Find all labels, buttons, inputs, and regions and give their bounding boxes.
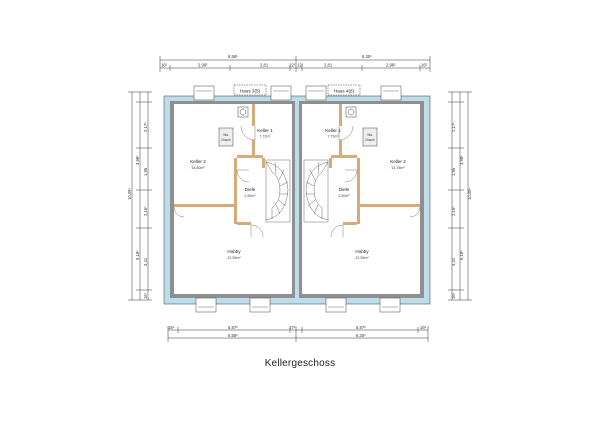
- left-side-seg-3: 3,41: [143, 257, 148, 266]
- left-side-seg-0: 2,17⁵: [143, 122, 148, 132]
- left-hobby-name: Hobby: [227, 249, 241, 254]
- bottom-seg-3: 5,97⁵: [356, 325, 366, 330]
- bottom-total-right: 6,30⁵: [356, 333, 366, 338]
- bottom-seg-1: 5,97⁵: [228, 325, 238, 330]
- bottom-total-left: 6,58⁵: [228, 333, 238, 338]
- left-washer-icon: Wa. Dusch: [218, 127, 234, 147]
- right-partitions: [329, 104, 420, 225]
- left-side-seg-4: 16⁵: [143, 292, 148, 299]
- right-diele-name: Diele: [339, 187, 350, 192]
- top-seg-2: 2,81: [260, 63, 269, 68]
- party-wall-insulation: [295, 101, 299, 298]
- top-seg-3: 12⁵: [289, 63, 296, 68]
- left-staircase: [265, 159, 291, 223]
- right-side-total: 10,09⁵: [467, 188, 472, 200]
- right-side-inner-0: 3,98⁵: [459, 155, 464, 165]
- left-side-dimensions: [128, 91, 152, 301]
- right-hobby-area: 22,59m²: [355, 256, 369, 260]
- house-label-right: Haus 4(6): [334, 89, 355, 94]
- right-side-seg-4: 16⁵: [451, 292, 456, 299]
- top-total-right: 6,30⁵: [362, 54, 372, 59]
- left-diele-name: Diele: [245, 187, 256, 192]
- right-side-seg-0: 2,17⁵: [451, 122, 456, 132]
- top-seg-5: 2,81: [324, 63, 333, 68]
- top-seg-1: 2,98⁵: [198, 63, 208, 68]
- left-side-seg-1: 1,96: [143, 167, 148, 176]
- right-washer-icon: Wa. Dusch: [362, 127, 378, 147]
- right-keller1-area: 7,72m²: [327, 135, 339, 139]
- left-keller1-area: 7,72m²: [259, 135, 271, 139]
- left-partitions: [174, 104, 265, 225]
- house-label-box-left: [233, 84, 267, 96]
- right-unit-interior: [302, 104, 420, 294]
- left-hobby-area: 22,59m²: [227, 256, 241, 260]
- right-side-seg-1: 1,96: [451, 167, 456, 176]
- party-wall-right: [299, 101, 302, 298]
- bottom-dimensions: [167, 326, 429, 342]
- left-diele-area: 2,90m²: [244, 194, 256, 198]
- plan-title: Kellergeschoss: [264, 358, 336, 369]
- right-side-inner-1: 5,18⁵: [459, 250, 464, 260]
- top-seg-0: 16⁵: [161, 63, 168, 68]
- bottom-seg-2: 17⁵: [289, 325, 296, 330]
- left-side-inner-0: 3,98⁵: [135, 155, 140, 165]
- right-diele-area: 2,90m²: [338, 194, 350, 198]
- top-seg-7: 16⁵: [421, 63, 428, 68]
- top-dimensions: [159, 56, 431, 72]
- left-dusch-label: Dusch: [221, 138, 230, 142]
- windows: [193, 85, 402, 313]
- house-label-left: Haus 3(5): [240, 89, 261, 94]
- left-side-total: 10,09⁵: [127, 188, 132, 200]
- right-wa-label: Wa.: [367, 133, 373, 137]
- bottom-seg-4: 16⁵: [420, 325, 427, 330]
- left-keller2-name: Keller 2: [190, 159, 206, 164]
- right-staircase: [303, 159, 329, 223]
- right-hobby-name: Hobby: [355, 249, 369, 254]
- right-keller1-name: Keller 1: [325, 128, 341, 133]
- right-side-dimensions: [448, 91, 472, 301]
- left-wa-label: Wa.: [223, 133, 229, 137]
- right-keller2-area: 14,78m²: [391, 166, 405, 170]
- right-boiler-icon: [345, 106, 357, 118]
- right-dusch-label: Dusch: [365, 138, 374, 142]
- bottom-seg-0: 16⁵: [168, 325, 175, 330]
- window-sills: [196, 90, 399, 308]
- top-seg-6: 2,98⁵: [386, 63, 396, 68]
- right-side-seg-3: 3,41: [451, 257, 456, 266]
- left-boiler-icon: [237, 106, 249, 118]
- party-wall-left: [292, 101, 295, 298]
- top-total-left: 6,58⁵: [228, 54, 238, 59]
- house-label-box-right: [327, 84, 361, 96]
- left-side-seg-2: 2,16⁵: [143, 206, 148, 216]
- left-keller2-area: 14,80m²: [191, 166, 205, 170]
- door-swings: [173, 125, 421, 238]
- left-keller1-name: Keller 1: [257, 128, 273, 133]
- top-seg-4: 12⁵: [297, 63, 304, 68]
- right-keller2-name: Keller 2: [390, 159, 406, 164]
- right-side-seg-2: 2,16⁵: [451, 206, 456, 216]
- left-side-inner-1: 5,18⁵: [135, 250, 140, 260]
